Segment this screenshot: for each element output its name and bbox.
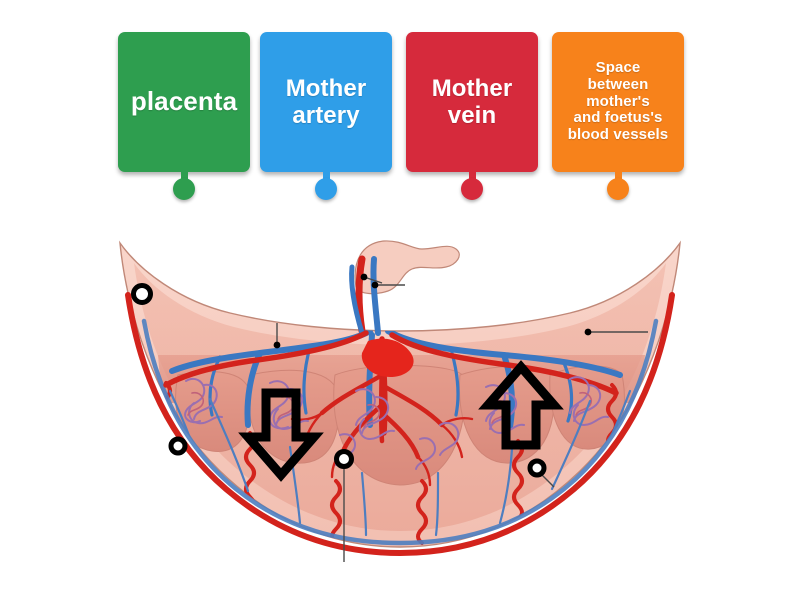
- marker-lower-right: [527, 458, 547, 478]
- label-card-text-mother-vein: Mother vein: [431, 74, 513, 129]
- maternal-vein: [125, 292, 675, 557]
- label-connector-stem-mother-artery: [322, 164, 330, 186]
- umbilical-cord: [349, 240, 460, 336]
- arrow-down: [238, 388, 324, 482]
- diagram-markers: [131, 283, 547, 478]
- label-card-text-space-between-vessels: Space between mother's and foetus's bloo…: [567, 58, 669, 144]
- label-connector-pin-mother-vein[interactable]: [461, 178, 483, 200]
- marker-upper-left: [131, 283, 153, 305]
- leader-lines: [273, 273, 648, 562]
- label-connector-stem-placenta: [180, 164, 188, 186]
- label-connector-stem-mother-vein: [468, 164, 476, 186]
- label-card-space-between-vessels[interactable]: Space between mother's and foetus's bloo…: [552, 32, 684, 172]
- label-connector-stem-space-between-vessels: [614, 164, 622, 186]
- label-card-mother-vein[interactable]: Mother vein: [406, 32, 538, 172]
- label-card-text-placenta: placenta: [130, 86, 238, 117]
- label-connector-pin-placenta[interactable]: [173, 178, 195, 200]
- label-connector-pin-space-between-vessels[interactable]: [607, 178, 629, 200]
- labels-row: placenta Mother artery Mother vein Space be…: [0, 0, 800, 210]
- marker-lower-left: [168, 436, 188, 456]
- label-card-mother-artery[interactable]: Mother artery: [260, 32, 392, 172]
- label-card-placenta[interactable]: placenta: [118, 32, 250, 172]
- placenta-diagram: [100, 235, 700, 580]
- arrow-up: [478, 360, 564, 450]
- label-connector-pin-mother-artery[interactable]: [315, 178, 337, 200]
- marker-center: [334, 449, 354, 469]
- foetal-vessels: [163, 328, 623, 487]
- label-card-text-mother-artery: Mother artery: [285, 74, 367, 129]
